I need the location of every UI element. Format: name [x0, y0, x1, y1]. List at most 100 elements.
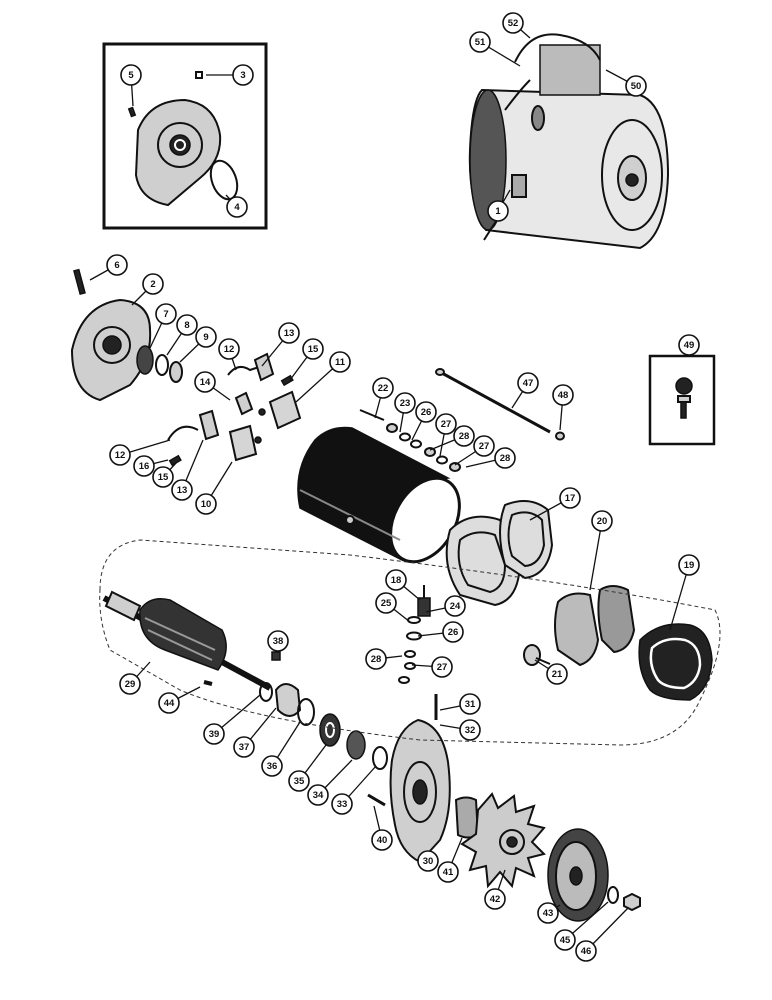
fan-and-pulley — [454, 792, 641, 922]
callout-circle — [459, 719, 481, 741]
callout-number: 3 — [240, 70, 245, 81]
callout-12: 12 — [218, 338, 240, 360]
callout-circle — [394, 392, 416, 414]
callout-9: 9 — [195, 326, 217, 348]
callout-number: 13 — [284, 328, 295, 339]
callout-circle — [133, 455, 155, 477]
callout-51: 51 — [469, 31, 491, 53]
callout-circle — [591, 510, 613, 532]
callout-number: 28 — [500, 453, 511, 464]
callout-13: 13 — [171, 479, 193, 501]
callout-number: 17 — [565, 493, 576, 504]
callout-number: 19 — [684, 560, 695, 571]
callout-number: 51 — [475, 37, 486, 48]
callout-29: 29 — [119, 673, 141, 695]
callout-33: 33 — [331, 793, 353, 815]
callout-number: 29 — [125, 679, 136, 690]
callout-27: 27 — [431, 656, 453, 678]
callout-number: 1 — [495, 206, 501, 217]
callout-number: 31 — [465, 699, 476, 710]
callout-40: 40 — [371, 829, 393, 851]
commutator-end-frame — [70, 268, 183, 402]
callout-circle — [232, 64, 254, 86]
callout-26: 26 — [415, 401, 437, 423]
callout-32: 32 — [459, 719, 481, 741]
callout-number: 15 — [308, 344, 319, 355]
callout-22: 22 — [372, 377, 394, 399]
callout-circle — [517, 372, 539, 394]
callout-number: 4 — [234, 202, 240, 213]
callout-26: 26 — [442, 621, 464, 643]
armature — [102, 590, 272, 691]
callout-number: 43 — [543, 908, 554, 919]
callout-17: 17 — [559, 487, 581, 509]
callout-circle — [546, 663, 568, 685]
callout-circle — [194, 371, 216, 393]
callout-circle — [415, 401, 437, 423]
callout-20: 20 — [591, 510, 613, 532]
callout-circle — [158, 692, 180, 714]
callout-number: 10 — [201, 499, 212, 510]
callout-circle — [575, 940, 597, 962]
callout-5: 5 — [120, 64, 142, 86]
callout-number: 20 — [597, 516, 608, 527]
callout-18: 18 — [385, 569, 407, 591]
callout-circle — [261, 755, 283, 777]
callout-circle — [375, 592, 397, 614]
callout-47: 47 — [517, 372, 539, 394]
callout-27: 27 — [435, 413, 457, 435]
callout-number: 27 — [479, 441, 490, 452]
callout-number: 18 — [391, 575, 402, 586]
callout-27: 27 — [473, 435, 495, 457]
callout-circle — [119, 673, 141, 695]
callout-15: 15 — [152, 466, 174, 488]
callout-circle — [494, 447, 516, 469]
callout-circle — [120, 64, 142, 86]
callout-circle — [625, 75, 647, 97]
callout-number: 45 — [560, 935, 571, 946]
callout-number: 47 — [523, 378, 534, 389]
callout-49: 49 — [678, 334, 700, 356]
callout-number: 52 — [508, 18, 519, 29]
callout-circle — [142, 273, 164, 295]
callout-number: 34 — [313, 790, 324, 801]
callout-circle — [203, 723, 225, 745]
callout-number: 27 — [437, 662, 448, 673]
callout-44: 44 — [158, 692, 180, 714]
callout-number: 7 — [163, 309, 168, 320]
terminal-hardware — [359, 409, 461, 472]
callout-36: 36 — [261, 755, 283, 777]
callout-number: 48 — [558, 390, 569, 401]
callout-2: 2 — [142, 273, 164, 295]
callout-circle — [233, 736, 255, 758]
callout-circle — [307, 784, 329, 806]
callout-4: 4 — [226, 196, 248, 218]
callout-number: 36 — [267, 761, 278, 772]
callout-number: 28 — [459, 431, 470, 442]
callout-circle — [176, 314, 198, 336]
callout-circle — [109, 444, 131, 466]
callout-circle — [195, 326, 217, 348]
callout-10: 10 — [195, 493, 217, 515]
callout-circle — [502, 12, 524, 34]
callout-number: 38 — [273, 636, 284, 647]
callout-circle — [678, 334, 700, 356]
callout-number: 28 — [371, 654, 382, 665]
drive-end-bearing-stack — [259, 651, 388, 770]
callout-42: 42 — [484, 888, 506, 910]
callout-39: 39 — [203, 723, 225, 745]
callout-8: 8 — [176, 314, 198, 336]
callout-28: 28 — [453, 425, 475, 447]
callout-circle — [302, 338, 324, 360]
callout-38: 38 — [267, 630, 289, 652]
callout-circle — [331, 793, 353, 815]
callout-6: 6 — [106, 254, 128, 276]
callout-circle — [155, 303, 177, 325]
callout-circle — [554, 929, 576, 951]
callout-23: 23 — [394, 392, 416, 414]
callout-circle — [371, 829, 393, 851]
callout-number: 25 — [381, 598, 392, 609]
callout-circle — [537, 902, 559, 924]
callout-3: 3 — [232, 64, 254, 86]
callout-number: 41 — [443, 867, 454, 878]
